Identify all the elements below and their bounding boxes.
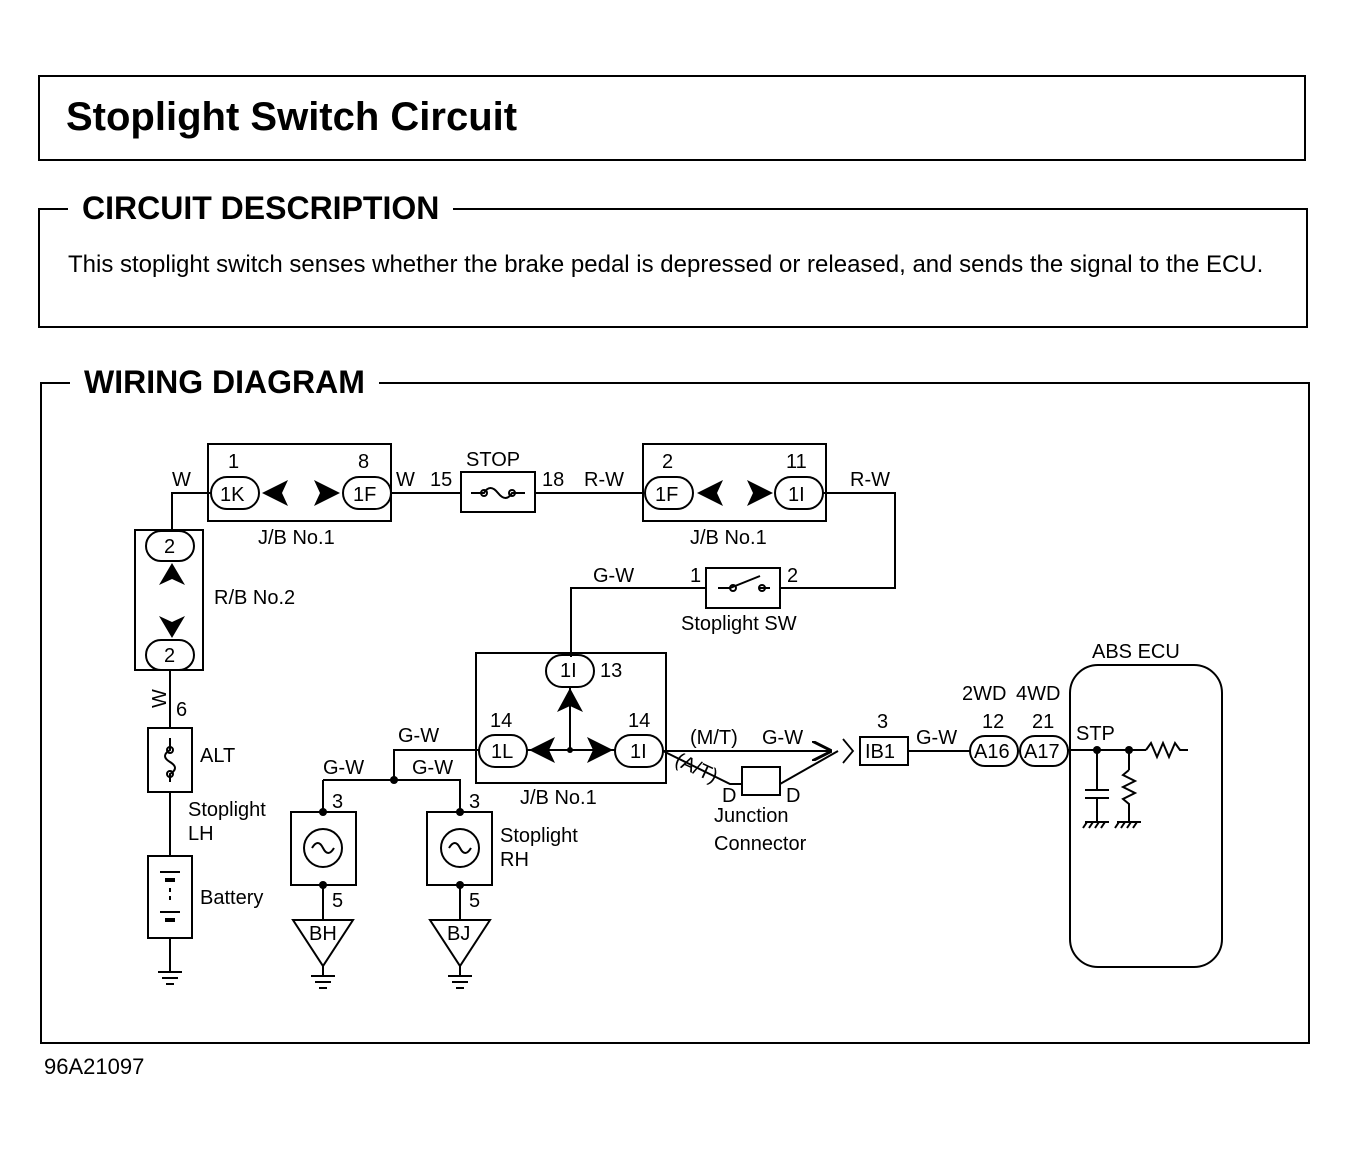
rb2-label: R/B No.2 [214, 587, 295, 609]
jb1-top-right-label: J/B No.1 [690, 527, 767, 549]
wire-label-rw-2: R-W [850, 469, 890, 491]
a16-pin [969, 735, 1019, 767]
jc-pin-right: D [786, 785, 800, 807]
ecu-2wd: 2WD [962, 683, 1006, 705]
mt-label: (M/T) [690, 727, 738, 749]
circuit-description-section: CIRCUIT DESCRIPTION This stoplight switc… [38, 188, 1308, 328]
wire-at [662, 750, 742, 785]
alt-pin: 6 [176, 699, 187, 721]
alt-label: ALT [200, 745, 235, 767]
jb1-center-pin-left-num: 14 [490, 710, 512, 732]
wire-label-gw-left: G-W [398, 725, 439, 747]
wire-label-w-2: W [396, 469, 415, 491]
ib1-label: IB1 [865, 741, 895, 763]
abs-ecu-box [1069, 664, 1223, 968]
wire-label-w-vertical: W [149, 689, 171, 708]
stoplight-lh-pin-bottom: 5 [332, 890, 343, 912]
stoplight-lh-bulb [303, 828, 343, 868]
jb1-top-right-pin-left-num: 2 [662, 451, 673, 473]
a16-label: A16 [974, 741, 1010, 763]
a17-num: 21 [1032, 711, 1054, 733]
jb1-center-pin-top: 1I [560, 660, 577, 682]
stoplight-lh-label-2: LH [188, 823, 214, 845]
wire-label-w-1: W [172, 469, 191, 491]
stoplight-lh-label-1: Stoplight [188, 799, 266, 821]
stoplight-rh-label-1: Stoplight [500, 825, 578, 847]
jb1-top-right-box [642, 443, 827, 522]
circuit-description-heading: CIRCUIT DESCRIPTION [68, 188, 454, 228]
ground-bj-label: BJ [447, 923, 470, 945]
ground-bh-triangle [291, 919, 355, 968]
ib1-pin: 3 [877, 711, 888, 733]
ecu-series-res [1145, 740, 1188, 760]
jc-label-1: Junction [714, 805, 789, 827]
jb1-center-pin-top-num: 13 [600, 660, 622, 682]
rb2-pin-top [145, 530, 195, 562]
ecu-res-zig [1120, 769, 1138, 822]
stoplight-lh-pin-top: 3 [332, 791, 343, 813]
stoplight-rh-bulb [440, 828, 480, 868]
jb1-top-right-pin-right: 1I [788, 484, 805, 506]
wire-jc-right [779, 750, 839, 785]
ib1-chevron [842, 738, 855, 764]
rb2-pin-bottom: 2 [164, 645, 175, 667]
stoplight-rh-label-2: RH [500, 849, 529, 871]
wire-w-left [171, 492, 211, 530]
a17-label: A17 [1024, 741, 1060, 763]
wire-label-rw-1: R-W [584, 469, 624, 491]
wire-label-gw-lh: G-W [323, 757, 364, 779]
rb2-pin-top: 2 [164, 536, 175, 558]
alt-fuse-box [147, 727, 193, 793]
circuit-description-text: This stoplight switch senses whether the… [68, 251, 1264, 278]
wire-gw-sw [570, 587, 706, 657]
wiring-diagram-heading: WIRING DIAGRAM [70, 362, 379, 402]
ground-bj-triangle [428, 919, 492, 968]
jb1-top-right-pin-left: 1F [655, 484, 678, 506]
jb1-top-left-box [207, 443, 392, 522]
jb1-top-left-pin-left-num: 1 [228, 451, 239, 473]
wire-gw-lh [323, 779, 461, 812]
jb1-top-right-pin-right-num: 11 [786, 451, 807, 473]
jb1-center-pin-left: 1L [491, 741, 513, 763]
a16-num: 12 [982, 711, 1004, 733]
wire-gw-to-lights [393, 749, 479, 780]
stop-label: STOP [466, 449, 520, 471]
wire-label-gw-sw: G-W [593, 565, 634, 587]
stoplight-sw-pin-left: 1 [690, 565, 701, 587]
stoplight-sw-pin-right: 2 [787, 565, 798, 587]
jb1-top-left-pin-right-num: 8 [358, 451, 369, 473]
ground-bh-label: BH [309, 923, 337, 945]
jb1-center-label: J/B No.1 [520, 787, 597, 809]
jb1-top-right-pin-left [644, 476, 694, 510]
ecu-4wd: 4WD [1016, 683, 1060, 705]
stoplight-sw-label: Stoplight SW [681, 613, 797, 635]
jb-arrows [159, 480, 773, 763]
at-label: (A/T) [672, 749, 722, 788]
jb1-center-pin-right-num: 14 [628, 710, 650, 732]
stoplight-rh-pin-top: 3 [469, 791, 480, 813]
jb1-center-box [475, 652, 667, 784]
jb1-top-left-pin-right: 1F [353, 484, 376, 506]
jb1-center-pin-right: 1I [630, 741, 647, 763]
stop-pin-left: 15 [430, 469, 452, 491]
battery-label: Battery [200, 887, 263, 909]
jb1-top-left-label: J/B No.1 [258, 527, 335, 549]
wire-label-gw-rh: G-W [412, 757, 453, 779]
title-box: Stoplight Switch Circuit [38, 75, 1306, 161]
page-title: Stoplight Switch Circuit [66, 95, 518, 139]
stop-pin-right: 18 [542, 469, 564, 491]
figure-code: 96A21097 [44, 1054, 145, 1079]
wiring-diagram-section: WIRING DIAGRAM [40, 362, 1310, 1044]
wire-rw-right [781, 492, 896, 589]
stoplight-rh-pin-bottom: 5 [469, 890, 480, 912]
jc-pin-left: D [722, 785, 736, 807]
abs-ecu-label: ABS ECU [1092, 641, 1180, 663]
ecu-stp: STP [1076, 723, 1115, 745]
jc-label-2: Connector [714, 833, 807, 855]
junction-connector-box [741, 766, 781, 796]
wire-label-gw-ecu: G-W [916, 727, 957, 749]
wire-label-gw-mt: G-W [762, 727, 803, 749]
jb1-top-left-pin-left: 1K [220, 484, 245, 506]
